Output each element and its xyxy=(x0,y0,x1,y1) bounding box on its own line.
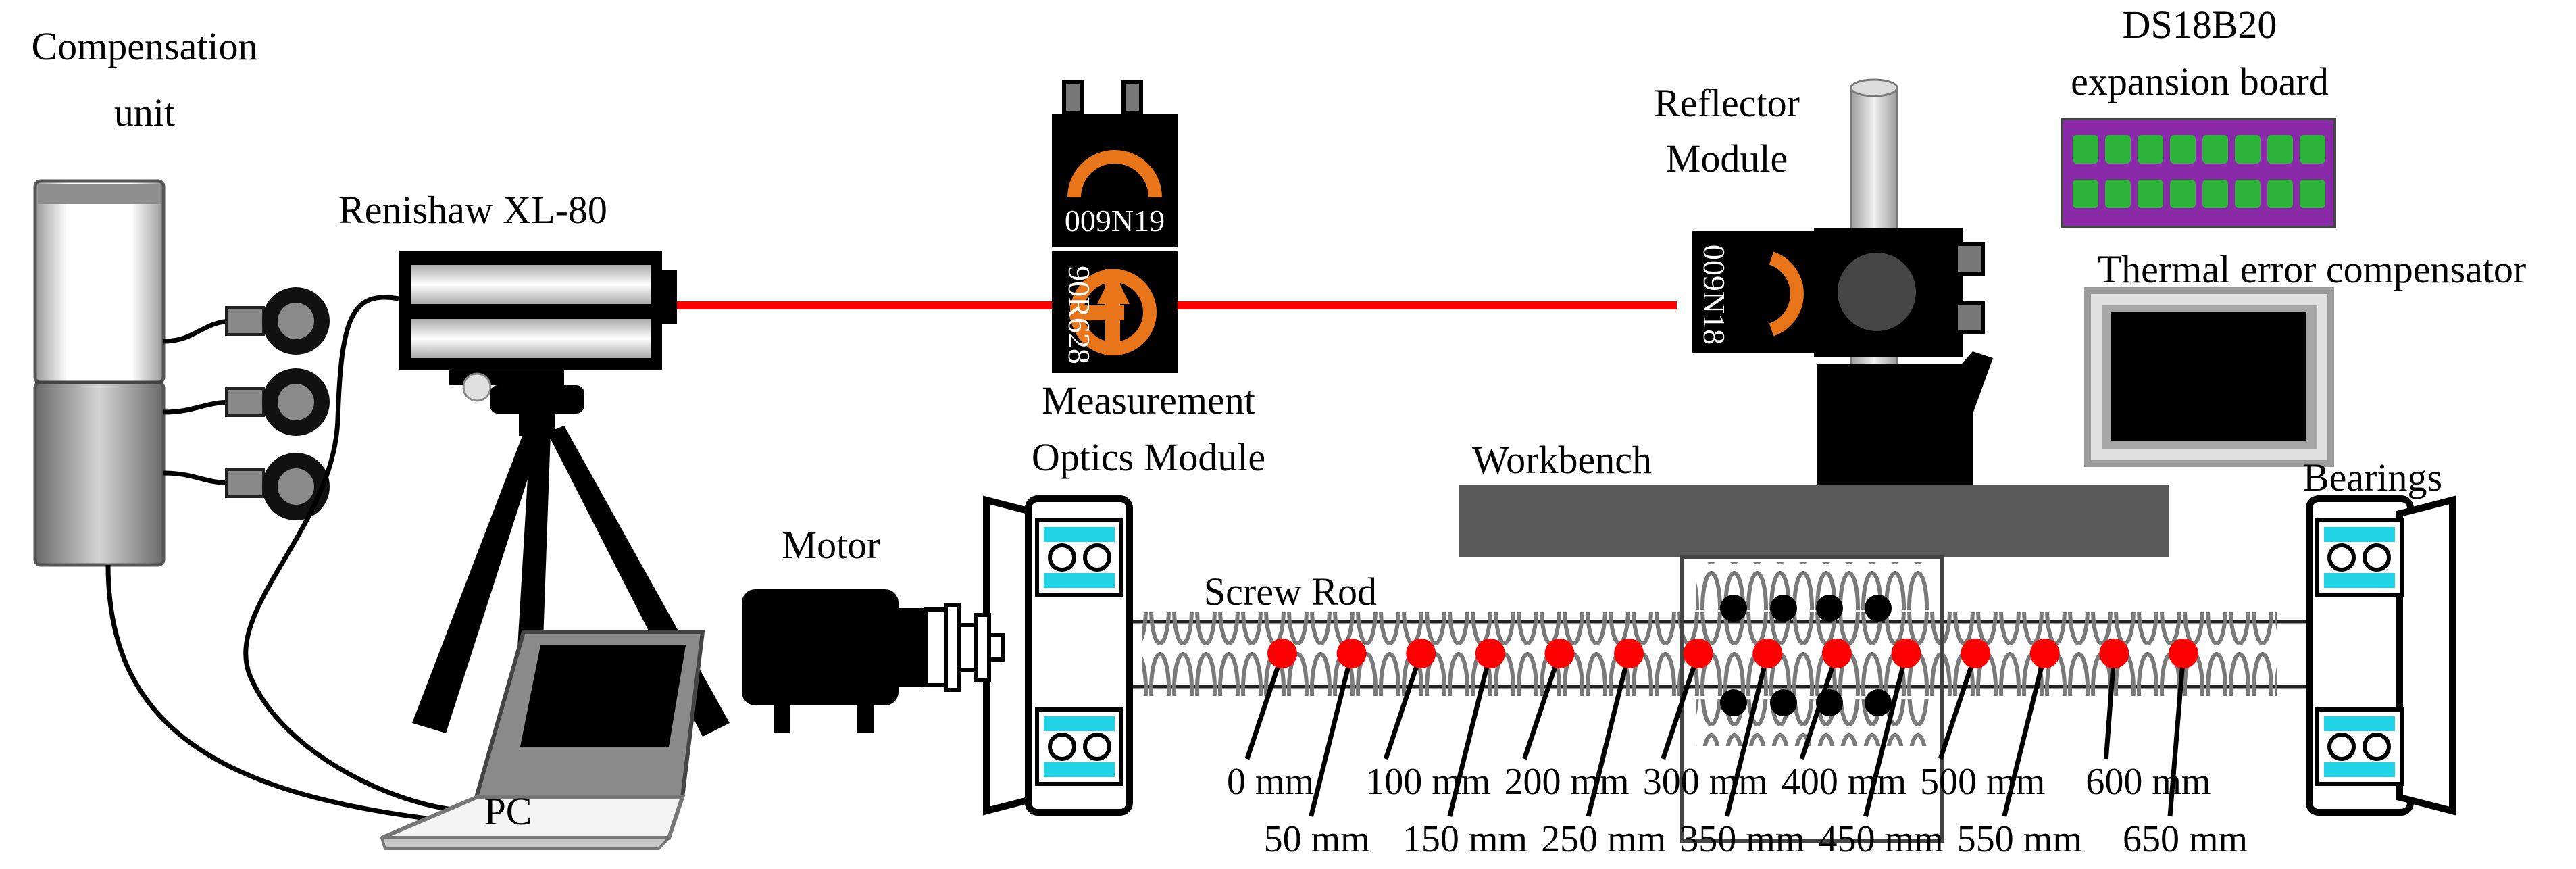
ds18b20-sensor-chip xyxy=(2267,180,2293,208)
ds18b20-sensor-chip xyxy=(2235,180,2261,208)
ds18b20-sensor-chip xyxy=(2235,135,2261,164)
sensor-leader-line xyxy=(1522,652,1562,760)
sensor-leader-line xyxy=(1586,653,1632,817)
ds18b20-sensor-chip xyxy=(2202,180,2228,208)
right-bearing-block xyxy=(2306,495,2456,816)
reflector-label-1: Reflector xyxy=(1654,81,1800,125)
workbench-label: Workbench xyxy=(1472,438,1652,482)
ds18b20-label-2: expansion board xyxy=(2071,59,2329,103)
ds18b20-sensor-chip xyxy=(2170,135,2196,164)
ds18b20-sensor-chip xyxy=(2105,135,2131,164)
motor-label: Motor xyxy=(782,523,880,567)
optic-serial-bottom: 90R628 xyxy=(1062,266,1096,364)
sensor-leader-line xyxy=(1863,653,1909,817)
temperature-sensor-point xyxy=(1544,639,1575,668)
motor xyxy=(742,589,1005,733)
laser-to-pc-cable xyxy=(243,295,474,814)
optic-serial-top: 009N19 xyxy=(1065,203,1165,238)
sensor-position-label: 250 mm xyxy=(1541,818,1666,860)
compensation-unit-label-2: unit xyxy=(114,91,175,134)
sensor-leader-line xyxy=(1244,652,1285,760)
pc-label: PC xyxy=(484,789,532,833)
sensor-leader-line xyxy=(1309,653,1355,817)
ds18b20-sensor-chip xyxy=(2073,135,2098,164)
sensor-position-label: 450 mm xyxy=(1819,818,1944,860)
workbench xyxy=(1459,485,2169,557)
renishaw-label: Renishaw XL-80 xyxy=(338,188,607,232)
sensor-cables xyxy=(105,318,433,822)
thermal-compensator-label: Thermal error compensator xyxy=(2098,247,2527,291)
sensor-leader-line xyxy=(1724,653,1770,817)
reflector-serial: 009N18 xyxy=(1697,245,1732,345)
temperature-sensor-point xyxy=(1961,639,1991,668)
right-bearing-bottom xyxy=(2315,707,2404,786)
left-bearing-bottom xyxy=(1035,707,1123,786)
ds18b20-sensor-chip xyxy=(2105,180,2131,208)
temperature-sensor-point xyxy=(1614,639,1644,668)
sensor-position-label: 50 mm xyxy=(1264,818,1370,860)
temperature-sensor-points: 0 mm 50 mm 100 mm 150 mm 200 mm 250 mm 300 mm 3… xyxy=(1227,639,2248,860)
right-bearing-top xyxy=(2315,518,2404,597)
sensor-leader-line xyxy=(2002,653,2048,817)
sensor-position-label: 650 mm xyxy=(2123,818,2248,860)
renishaw-laser xyxy=(399,251,677,402)
sensor-leader-line xyxy=(1447,653,1493,817)
temperature-sensor-point xyxy=(1406,639,1436,668)
measurement-optics-label-2: Optics Module xyxy=(1032,435,1265,479)
sensor-position-label: 350 mm xyxy=(1680,818,1804,860)
temperature-sensor-point xyxy=(1821,639,1852,668)
sensor-position-label: 0 mm xyxy=(1227,761,1314,803)
compensation-unit xyxy=(33,179,166,567)
ds18b20-label-1: DS18B20 xyxy=(2123,3,2277,47)
sensor-position-label: 150 mm xyxy=(1403,818,1527,860)
ds18b20-sensor-chip xyxy=(2267,135,2293,164)
measurement-optics-module xyxy=(1052,80,1178,373)
sensor-position-label: 100 mm xyxy=(1365,761,1490,803)
temperature-sensor-point xyxy=(2099,639,2129,668)
screw-rod-label: Screw Rod xyxy=(1204,570,1377,614)
environment-sensors xyxy=(225,287,330,520)
thermal-error-compensator xyxy=(2084,287,2334,467)
pc-laptop xyxy=(380,630,705,850)
ds18b20-sensor-chip xyxy=(2138,135,2163,164)
sensor-leader-line xyxy=(1661,652,1701,760)
temperature-sensor-point xyxy=(1475,639,1505,668)
sensor-position-label: 300 mm xyxy=(1643,761,1768,803)
measurement-optics-label-1: Measurement xyxy=(1042,378,1255,422)
sensor-leader-line xyxy=(1938,652,1978,760)
sensor-position-label: 200 mm xyxy=(1504,761,1629,803)
ds18b20-sensor-chip xyxy=(2170,180,2196,208)
ds18b20-expansion-board xyxy=(2061,118,2336,228)
temperature-sensor-point xyxy=(1267,639,1297,668)
reflector-label-2: Module xyxy=(1666,136,1788,180)
temperature-sensor-point xyxy=(1683,639,1713,668)
left-bearing-top xyxy=(1035,518,1123,597)
temperature-sensor-point xyxy=(1891,639,1921,668)
temperature-sensor-point xyxy=(2029,639,2060,668)
sensor-leader-line xyxy=(1799,652,1840,760)
ds18b20-sensor-chip xyxy=(2300,135,2325,164)
compensation-unit-label-1: Compensation xyxy=(31,24,257,68)
sensor-position-label: 600 mm xyxy=(2086,761,2211,803)
ds18b20-sensor-chip xyxy=(2300,180,2325,208)
ds18b20-sensor-chip xyxy=(2202,135,2228,164)
screw-rod xyxy=(991,612,2400,696)
sensor-leader-line xyxy=(1383,652,1423,760)
ds18b20-sensor-chip xyxy=(2073,180,2098,208)
temperature-sensor-point xyxy=(1336,639,1367,668)
sensor-probe-1 xyxy=(225,287,330,355)
sensor-leader-line xyxy=(2167,653,2186,817)
temperature-sensor-point xyxy=(2169,639,2198,668)
sensor-position-label: 550 mm xyxy=(1957,818,2082,860)
left-bearing-block xyxy=(983,495,1133,816)
sensor-leader-line xyxy=(2103,653,2117,760)
ds18b20-sensor-chip xyxy=(2138,180,2163,208)
bearings-label: Bearings xyxy=(2303,455,2442,499)
sensor-probe-2 xyxy=(225,368,330,436)
temperature-sensor-point xyxy=(1752,639,1783,668)
sensor-position-label: 400 mm xyxy=(1782,761,1906,803)
reflector-module xyxy=(1692,78,1993,485)
sensor-position-label: 500 mm xyxy=(1920,761,2045,803)
